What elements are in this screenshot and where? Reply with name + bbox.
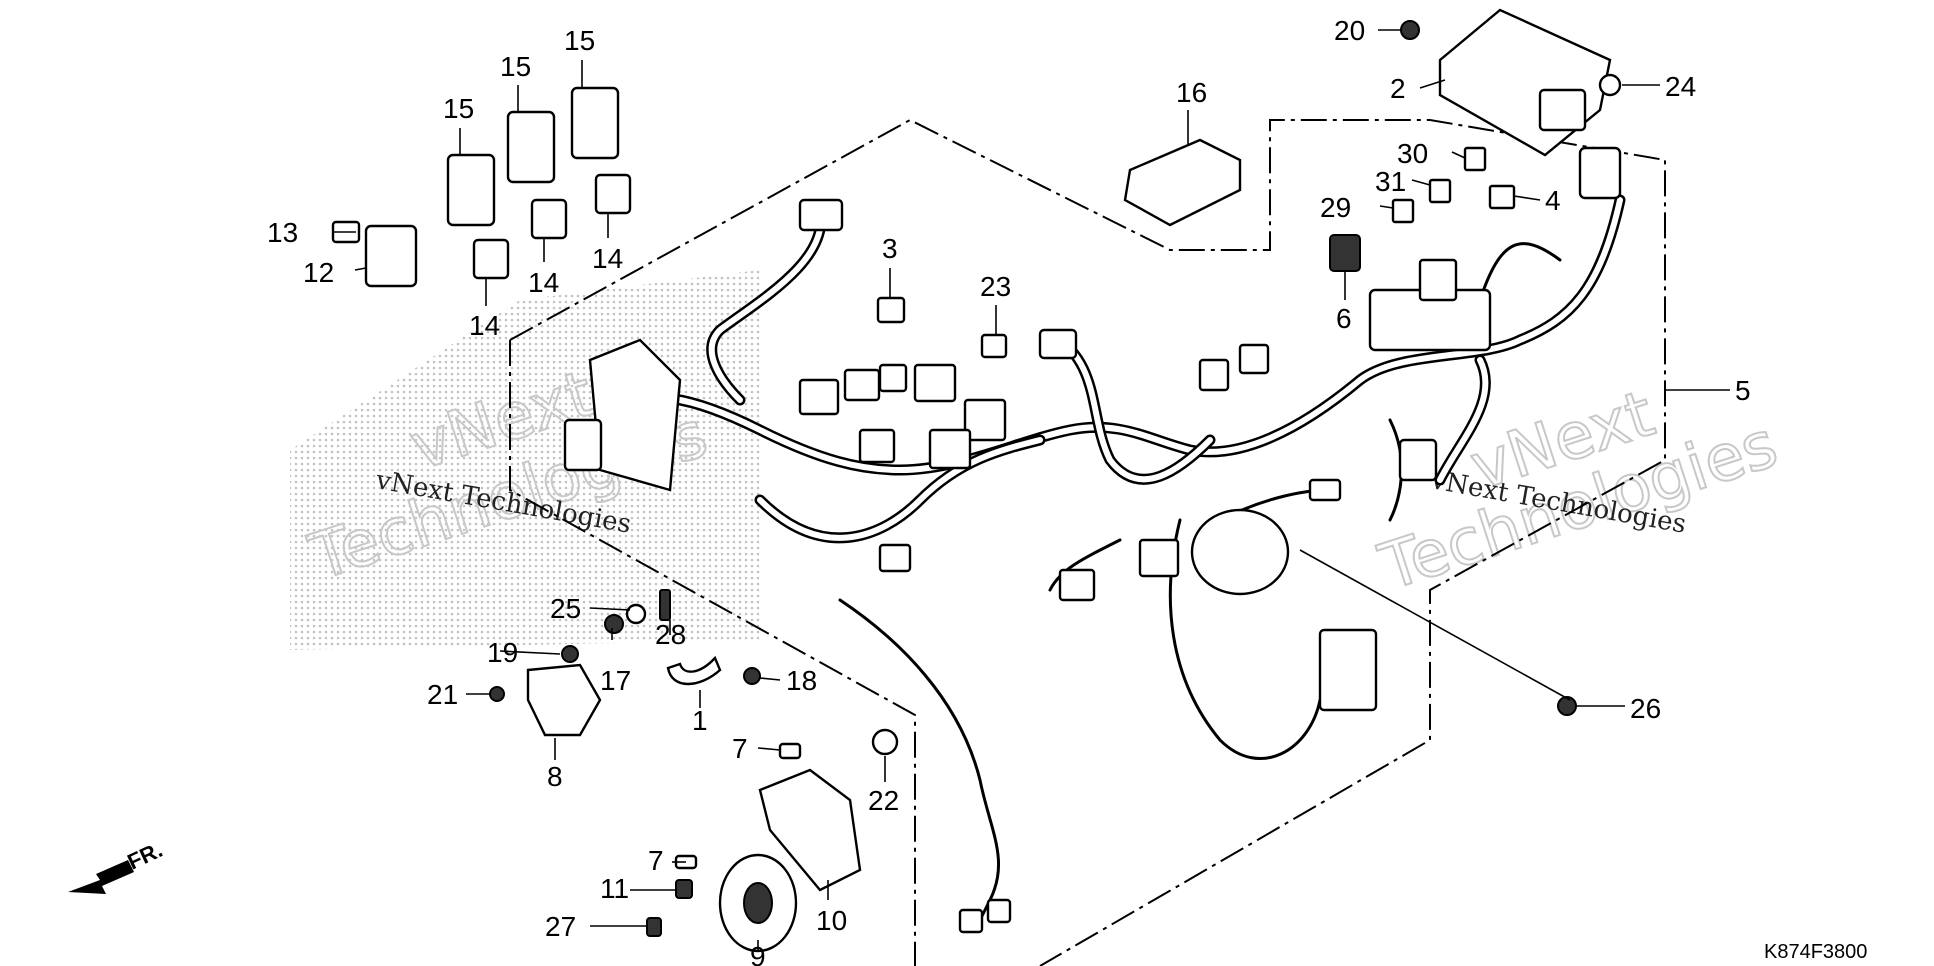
label-12: 12 (303, 257, 334, 288)
label-24: 24 (1665, 71, 1696, 102)
main-wire-harness (594, 194, 1626, 922)
label-10: 10 (816, 905, 847, 936)
label-7b: 7 (648, 845, 664, 876)
label-29: 29 (1320, 192, 1351, 223)
label-5: 5 (1735, 375, 1751, 406)
front-direction-indicator: FR. (68, 837, 166, 894)
label-23: 23 (980, 271, 1011, 302)
label-27: 27 (545, 911, 576, 942)
harness-connectors (563, 146, 1622, 934)
label-15b: 15 (500, 51, 531, 82)
front-arrow-icon (68, 860, 134, 894)
diagram-code: K874F3800 (1764, 941, 1867, 963)
label-9: 9 (750, 941, 766, 966)
leader-lines (333, 29, 1730, 950)
label-11: 11 (600, 873, 629, 904)
label-14c: 14 (592, 243, 623, 274)
label-2: 2 (1390, 73, 1406, 104)
label-15a: 15 (443, 93, 474, 124)
label-22: 22 (868, 785, 899, 816)
label-17: 17 (600, 665, 631, 696)
label-16: 16 (1176, 77, 1207, 108)
label-3: 3 (882, 233, 898, 264)
label-18: 18 (786, 665, 817, 696)
label-4: 4 (1545, 185, 1561, 216)
label-28: 28 (655, 619, 686, 650)
label-6: 6 (1336, 303, 1352, 334)
label-30: 30 (1397, 138, 1428, 169)
label-14a: 14 (469, 310, 500, 341)
label-7a: 7 (732, 733, 748, 764)
label-8: 8 (547, 761, 563, 792)
label-19: 19 (487, 637, 518, 668)
label-13: 13 (267, 217, 298, 248)
label-14b: 14 (528, 267, 559, 298)
label-15c: 15 (564, 25, 595, 56)
label-26: 26 (1630, 693, 1661, 724)
part-labels: 20 2 24 16 30 31 29 4 6 5 26 3 23 15 15 … (267, 15, 1751, 966)
label-1: 1 (692, 705, 708, 736)
label-25: 25 (550, 593, 581, 624)
label-20: 20 (1334, 15, 1365, 46)
label-21: 21 (427, 679, 458, 710)
relays-and-switches (331, 8, 1622, 953)
harness-assembly-outline (509, 118, 1666, 966)
label-31: 31 (1375, 166, 1406, 197)
watermark-right: vNext Technologies vNext Technologies (1370, 376, 1787, 606)
